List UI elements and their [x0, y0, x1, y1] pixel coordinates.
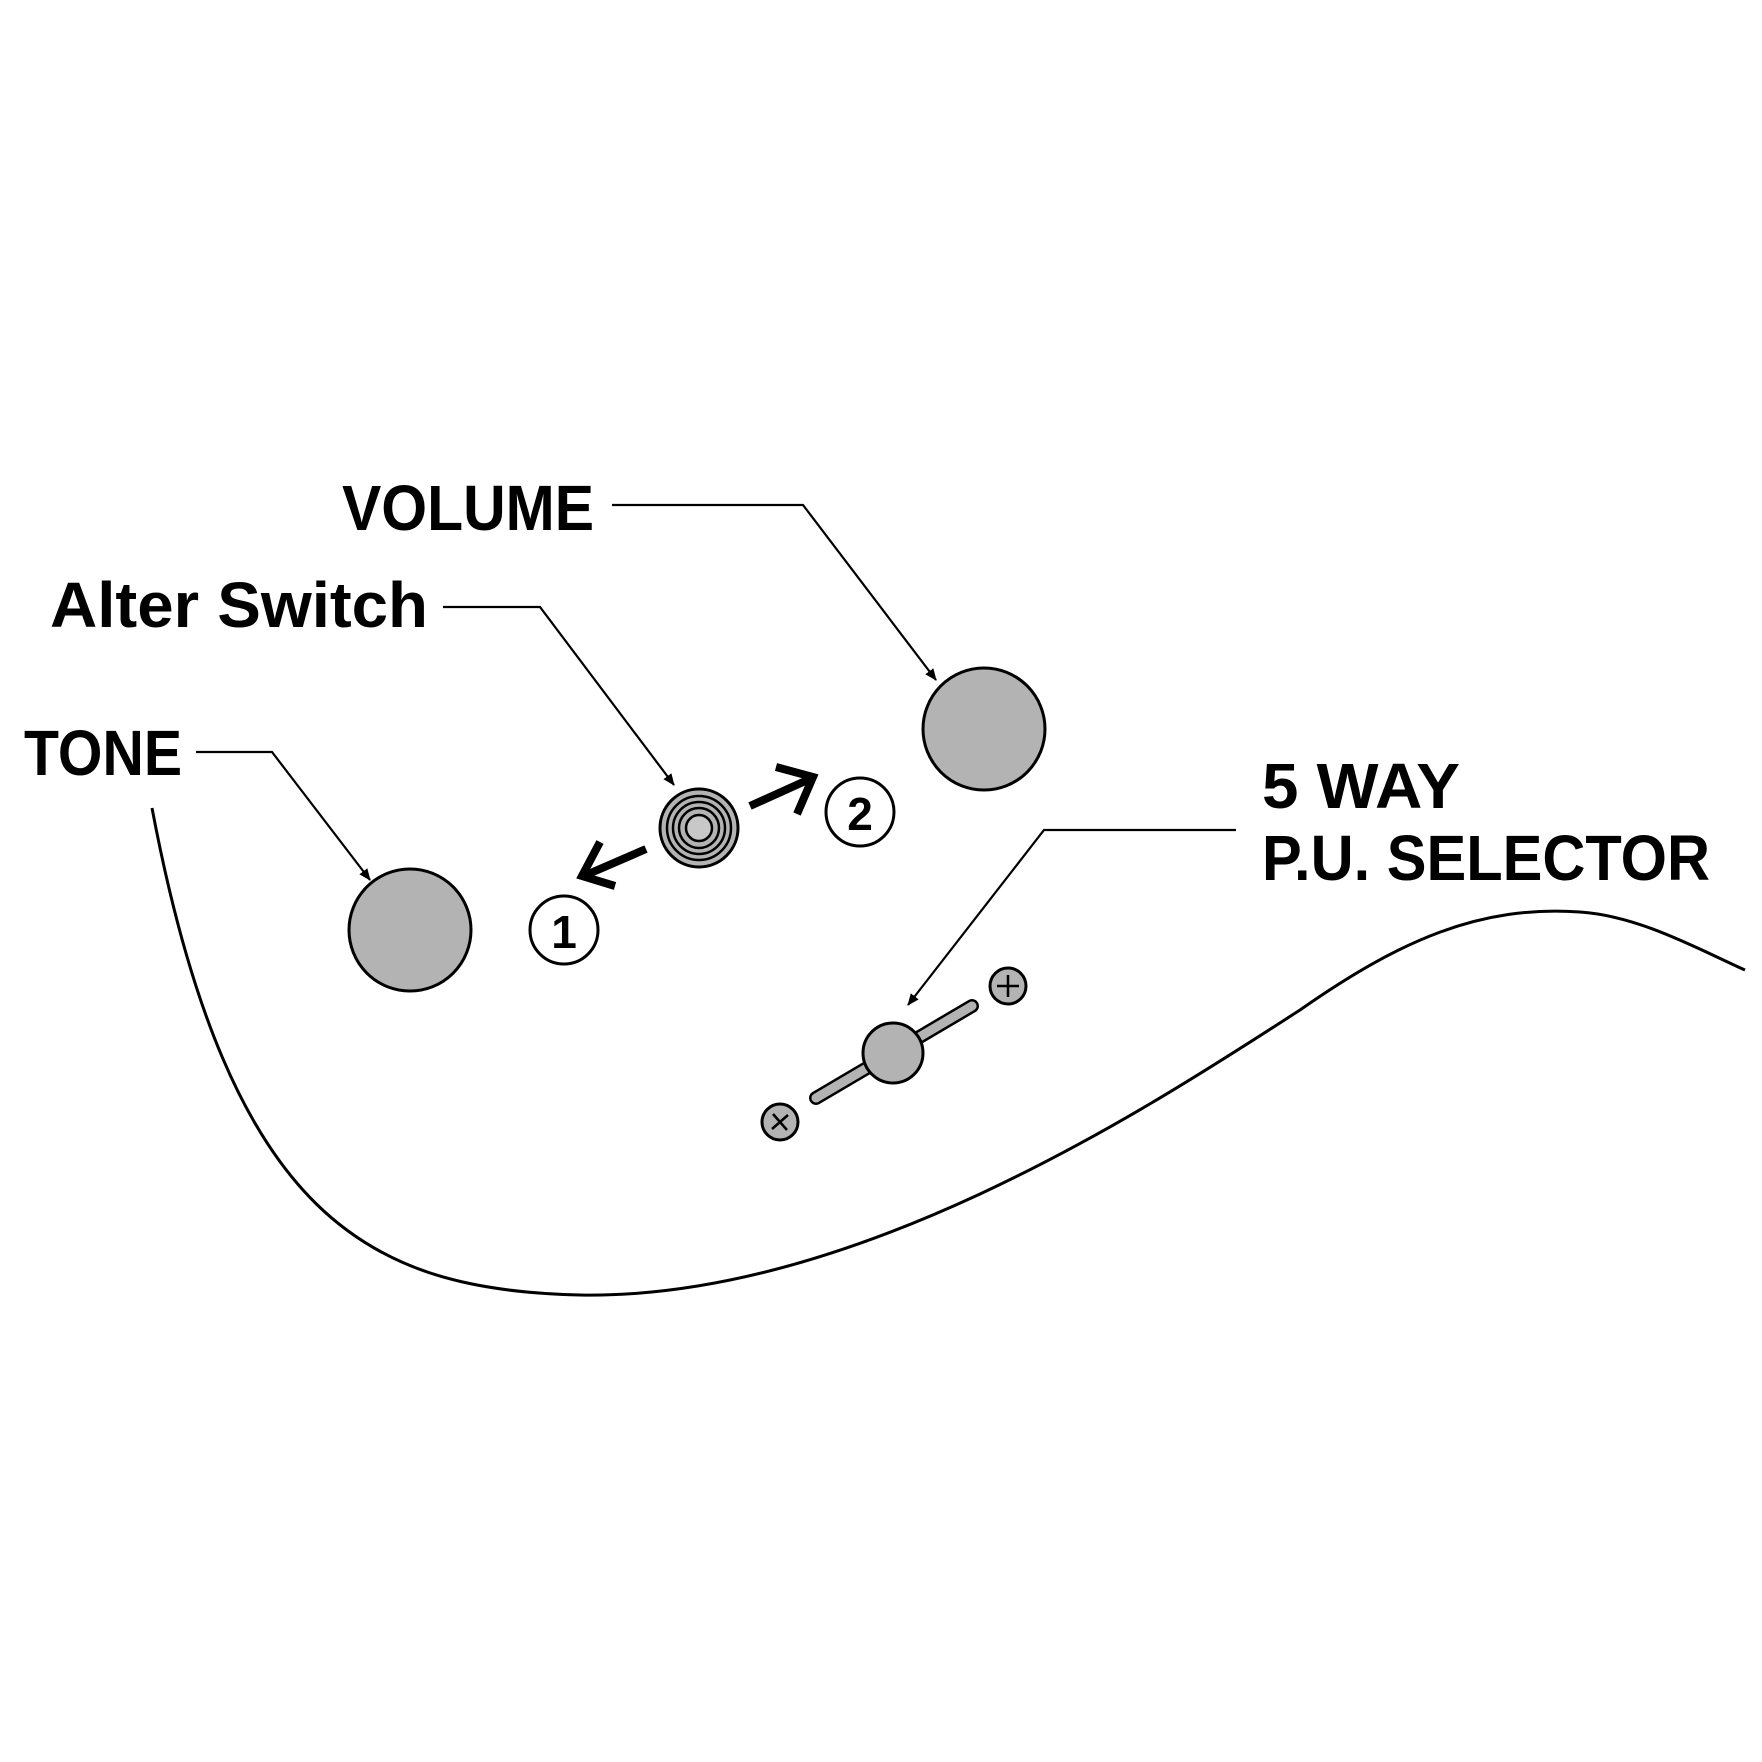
volume-label: VOLUME [342, 472, 594, 544]
position-1-arrow [576, 840, 648, 890]
selector-leader-line [907, 828, 1236, 1006]
alter-switch[interactable] [658, 787, 740, 869]
screw-icon [988, 966, 1028, 1006]
position-2-marker: 2 [824, 776, 896, 848]
selector-label-line-1: 5 WAY [1262, 750, 1460, 822]
position-1-marker: 1 [528, 894, 600, 966]
guitar-body-outline [150, 807, 1746, 1297]
alter-switch-leader-line [443, 605, 675, 786]
tone-label: TONE [24, 717, 182, 789]
position-1-number: 1 [551, 906, 577, 958]
tone-leader-line [196, 750, 371, 881]
volume-knob[interactable] [921, 666, 1047, 792]
position-2-number: 2 [847, 788, 873, 840]
selector-label-line-2: P.U. SELECTOR [1262, 822, 1710, 894]
pickup-selector[interactable] [809, 999, 979, 1105]
volume-leader-line [612, 503, 937, 681]
selector-knob[interactable] [861, 1021, 925, 1085]
tone-knob[interactable] [347, 867, 473, 993]
alter-switch-label: Alter Switch [50, 569, 428, 641]
position-2-arrow [748, 763, 819, 816]
screw-icon [760, 1102, 800, 1142]
